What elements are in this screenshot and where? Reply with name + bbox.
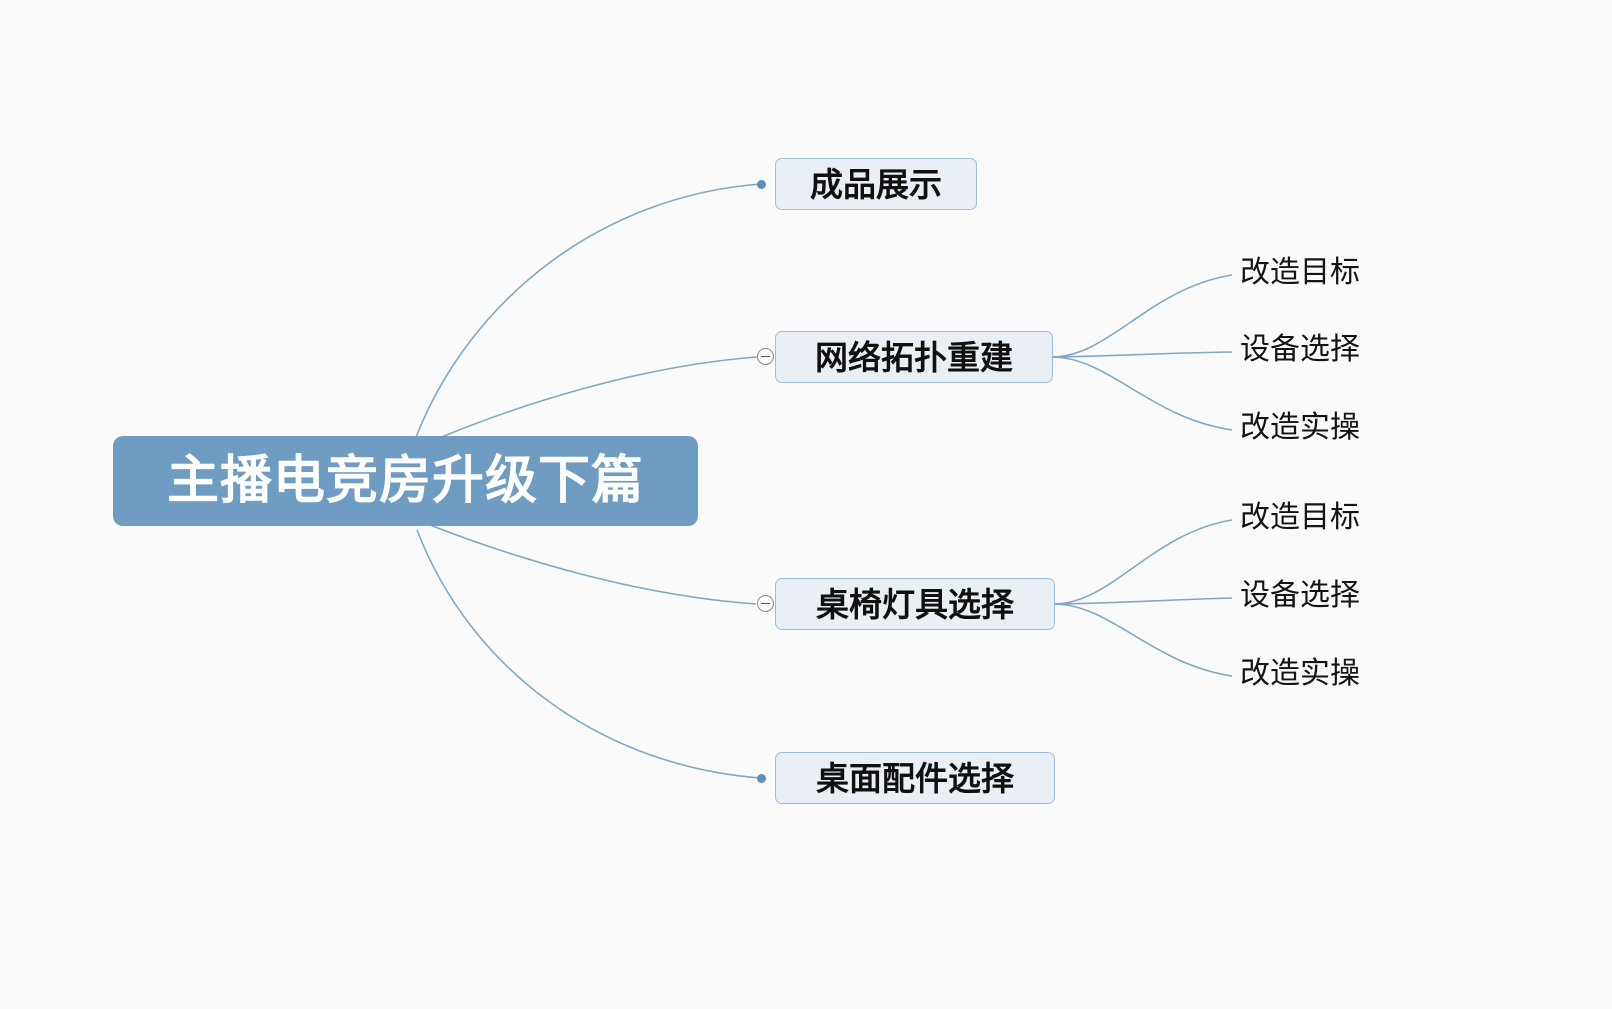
branch-node-1[interactable]: 成品展示 (775, 158, 977, 210)
edge-branch-2-to-child-3 (1052, 356, 1233, 431)
leaf-node-branch-3-child-3-label: 改造实操 (1240, 656, 1360, 691)
leaf-node-branch-3-child-1[interactable]: 改造目标 (1240, 503, 1360, 533)
branch-node-3-label: 桌椅灯具选择 (816, 584, 1014, 624)
leaf-node-branch-2-child-1[interactable]: 改造目标 (1240, 258, 1360, 288)
collapse-toggle-branch-2[interactable] (757, 348, 774, 365)
leaf-node-branch-3-child-2-label: 设备选择 (1240, 578, 1360, 613)
branch-node-2[interactable]: 网络拓扑重建 (775, 331, 1053, 383)
leaf-node-branch-3-child-1-label: 改造目标 (1240, 500, 1360, 535)
edge-branch-3-to-child-2 (1054, 597, 1233, 605)
branch-node-1-label: 成品展示 (810, 164, 942, 204)
branch-node-3[interactable]: 桌椅灯具选择 (775, 578, 1055, 630)
leaf-node-branch-2-child-2[interactable]: 设备选择 (1240, 335, 1360, 365)
edge-branch-2-to-child-2 (1052, 351, 1233, 358)
branch-node-4-label: 桌面配件选择 (816, 758, 1014, 798)
leaf-node-branch-2-child-3[interactable]: 改造实操 (1240, 413, 1360, 443)
edge-branch-2-to-child-1 (1052, 274, 1233, 358)
connector-dot-branch-1 (757, 180, 766, 189)
collapse-toggle-branch-3[interactable] (757, 595, 774, 612)
branch-node-4[interactable]: 桌面配件选择 (775, 752, 1055, 804)
root-node-label: 主播电竞房升级下篇 (166, 451, 644, 511)
edge-root-to-branch-3 (429, 524, 757, 605)
edge-branch-3-to-child-1 (1054, 519, 1233, 605)
leaf-node-branch-3-child-3[interactable]: 改造实操 (1240, 659, 1360, 689)
edge-root-to-branch-2 (431, 356, 758, 442)
branch-node-2-label: 网络拓扑重建 (815, 337, 1013, 377)
leaf-node-branch-2-child-1-label: 改造目标 (1240, 255, 1360, 290)
root-node[interactable]: 主播电竞房升级下篇 (113, 436, 698, 526)
edge-branch-3-to-child-3 (1054, 603, 1233, 677)
connector-dot-branch-4 (757, 774, 766, 783)
edge-root-to-branch-1 (415, 183, 762, 438)
leaf-node-branch-2-child-3-label: 改造实操 (1240, 410, 1360, 445)
leaf-node-branch-2-child-2-label: 设备选择 (1240, 332, 1360, 367)
edge-root-to-branch-4 (416, 529, 762, 779)
leaf-node-branch-3-child-2[interactable]: 设备选择 (1240, 581, 1360, 611)
